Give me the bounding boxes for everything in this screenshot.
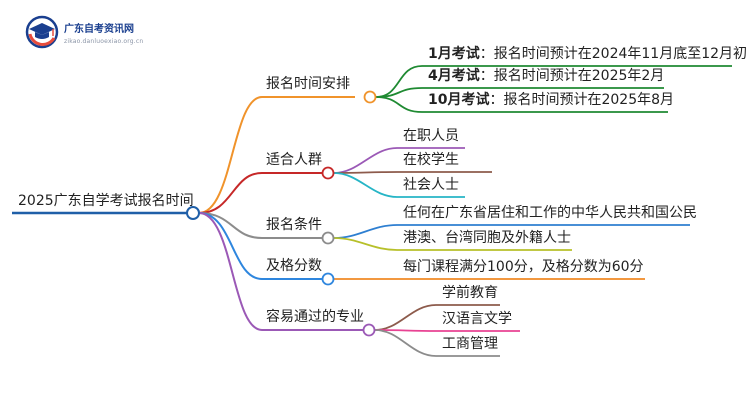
branch-node-dot-audience: [321, 166, 335, 180]
leaf-connector-schedule-2: [375, 96, 423, 113]
branch-node-dot-majors: [362, 323, 376, 337]
branch-node-dot-passing: [321, 272, 335, 286]
leaf-conditions-0: 任何在广东省居住和工作的中华人民共和国公民: [403, 205, 697, 221]
branch-node-dot-conditions: [321, 231, 335, 245]
branch-connector-schedule: [198, 96, 263, 214]
leaf-connector-conditions-1: [333, 237, 398, 251]
branch-label-schedule: 报名时间安排: [266, 76, 350, 92]
root-topic: 2025广东自学考试报名时间: [18, 193, 194, 209]
leaf-majors-0: 学前教育: [442, 285, 498, 301]
branch-label-audience: 适合人群: [266, 152, 322, 168]
logo-name: 广东自考资讯网: [64, 24, 134, 35]
root-node-dot: [186, 206, 200, 220]
leaf-prefix: 1月考试: [428, 46, 480, 62]
branch-connector-majors: [198, 212, 263, 331]
leaf-audience-0: 在职人员: [403, 128, 459, 144]
leaf-connector-audience-2: [333, 172, 398, 198]
leaf-text: ：报名时间预计在2024年11月底至12月初: [479, 46, 748, 62]
leaf-audience-1: 在校学生: [403, 152, 459, 168]
branch-label-passing: 及格分数: [266, 258, 322, 274]
branch-node-dot-schedule: [363, 90, 377, 104]
leaf-schedule-0: 1月考试：报名时间预计在2024年11月底至12月初: [428, 45, 747, 63]
leaf-prefix: 4月考试: [428, 68, 480, 84]
graduation-cap-logo-icon: [24, 14, 60, 50]
leaf-majors-2: 工商管理: [442, 336, 498, 352]
leaf-majors-1: 汉语言文学: [442, 311, 512, 327]
branch-label-conditions: 报名条件: [266, 217, 322, 233]
leaf-schedule-2: 10月考试：报名时间预计在2025年8月: [428, 91, 674, 109]
leaf-schedule-1: 4月考试：报名时间预计在2025年2月: [428, 67, 664, 85]
branch-label-majors: 容易通过的专业: [266, 309, 364, 325]
leaf-text: ：报名时间预计在2025年2月: [479, 68, 665, 84]
branch-connector-passing: [198, 212, 263, 280]
leaf-audience-2: 社会人士: [403, 177, 459, 193]
leaf-passing-0: 每门课程满分100分，及格分数为60分: [403, 259, 644, 275]
branch-connector-audience: [198, 172, 263, 214]
leaf-prefix: 10月考试: [428, 92, 490, 108]
leaf-text: ：报名时间预计在2025年8月: [489, 92, 675, 108]
leaf-connector-majors-0: [374, 304, 437, 331]
leaf-connector-audience-1: [333, 171, 398, 174]
logo-url: zikao.danluoexiao.org.cn: [64, 38, 144, 45]
leaf-conditions-1: 港澳、台湾同胞及外籍人士: [403, 230, 571, 246]
leaf-connector-audience-0: [333, 147, 398, 174]
leaf-connector-majors-2: [374, 329, 437, 357]
leaf-connector-conditions-0: [333, 224, 398, 239]
branch-connector-conditions: [198, 212, 263, 239]
